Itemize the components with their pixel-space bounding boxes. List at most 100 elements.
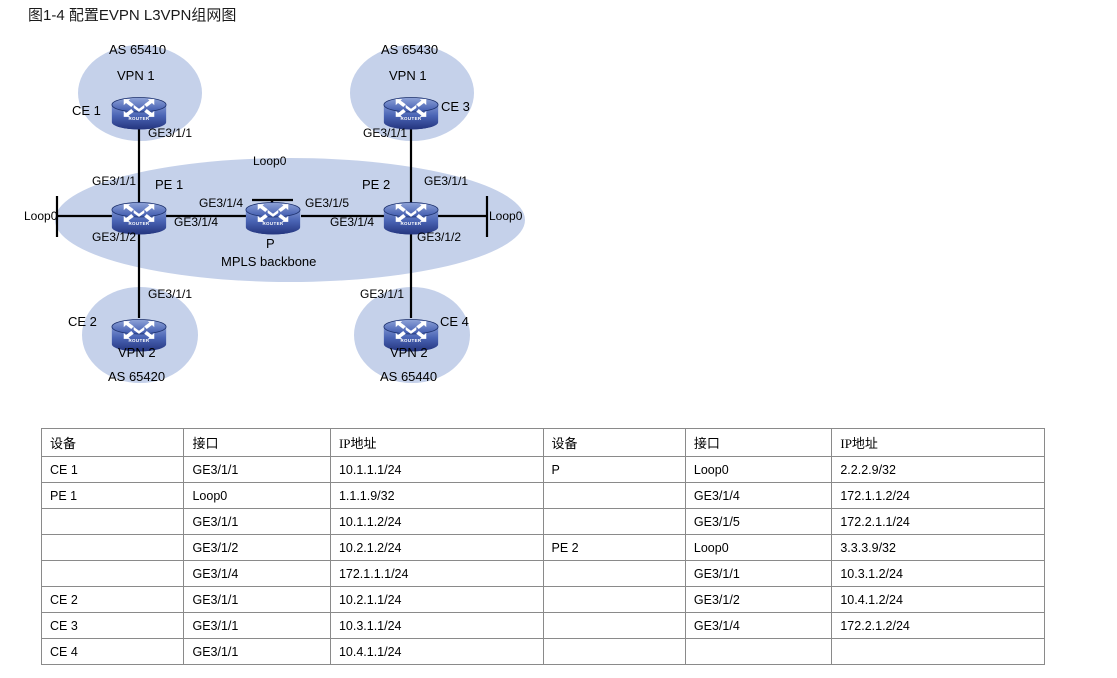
- cell-interface-left: GE3/1/1: [183, 586, 331, 613]
- label-as-ce2: AS 65420: [108, 369, 166, 384]
- cell-device-left: [40, 560, 185, 587]
- cell-device-right: [542, 612, 686, 639]
- cell-device-right: [542, 482, 686, 509]
- label-device-ce4: CE 4: [440, 314, 469, 329]
- router-p: [245, 201, 301, 235]
- label-vpn-ce2: VPN 2: [118, 345, 156, 360]
- header-ip-left: IP地址: [329, 428, 544, 457]
- cell-device-left: CE 1: [40, 456, 185, 483]
- cell-interface-right: [684, 638, 833, 665]
- cell-device-right: P: [542, 456, 686, 483]
- header-device-right: 设备: [542, 428, 686, 457]
- cell-ip-left: 1.1.1.9/32: [329, 482, 544, 509]
- cell-interface-left: Loop0: [183, 482, 331, 509]
- label-if-pe1-right: GE3/1/4: [174, 215, 219, 229]
- label-as-ce1: AS 65410: [109, 42, 167, 57]
- label-device-ce2: CE 2: [68, 314, 97, 329]
- label-vpn-ce4: VPN 2: [390, 345, 428, 360]
- cell-device-right: [542, 586, 686, 613]
- cell-device-left: [40, 534, 185, 561]
- label-vpn-ce1: VPN 1: [117, 68, 155, 83]
- cell-ip-right: 172.1.1.2/24: [831, 482, 1045, 509]
- label-vpn-ce3: VPN 1: [389, 68, 427, 83]
- cell-interface-left: GE3/1/1: [183, 638, 331, 665]
- label-device-pe1: PE 1: [155, 177, 184, 192]
- cell-interface-right: GE3/1/1: [684, 560, 833, 587]
- cell-ip-left: 10.2.1.2/24: [329, 534, 544, 561]
- label-if-pe2-down: GE3/1/2: [417, 230, 462, 244]
- header-interface-right: 接口: [684, 428, 833, 457]
- cell-interface-right: GE3/1/5: [684, 508, 833, 535]
- router-ce1: [111, 96, 167, 130]
- label-if-ce3-down: GE3/1/1: [363, 126, 408, 140]
- cell-interface-left: GE3/1/2: [183, 534, 331, 561]
- label-if-p-right: GE3/1/5: [305, 196, 350, 210]
- header-device-left: 设备: [40, 428, 185, 457]
- label-as-ce3: AS 65430: [381, 42, 439, 57]
- cell-ip-right: 3.3.3.9/32: [831, 534, 1045, 561]
- cell-interface-right: Loop0: [684, 534, 833, 561]
- cell-ip-right: [831, 638, 1045, 665]
- label-if-ce2-up: GE3/1/1: [148, 287, 193, 301]
- cell-ip-left: 172.1.1.1/24: [329, 560, 544, 587]
- cell-ip-left: 10.1.1.2/24: [329, 508, 544, 535]
- label-if-ce1-down: GE3/1/1: [148, 126, 193, 140]
- label-if-p-left: GE3/1/4: [199, 196, 244, 210]
- label-if-ce4-up: GE3/1/1: [360, 287, 405, 301]
- cell-ip-left: 10.3.1.1/24: [329, 612, 544, 639]
- label-device-p: P: [266, 236, 275, 251]
- cell-device-left: PE 1: [40, 482, 185, 509]
- cell-ip-right: 10.3.1.2/24: [831, 560, 1045, 587]
- network-topology-diagram: ROUTER: [0, 30, 1117, 415]
- cell-ip-left: 10.2.1.1/24: [329, 586, 544, 613]
- cell-device-left: [40, 508, 185, 535]
- cell-device-right: PE 2: [542, 534, 686, 561]
- cell-ip-left: 10.4.1.1/24: [329, 638, 544, 665]
- router-ce3: [383, 96, 439, 130]
- label-loop0-p: Loop0: [253, 154, 287, 168]
- cell-device-left: CE 4: [40, 638, 185, 665]
- cell-device-left: CE 2: [40, 586, 185, 613]
- cell-ip-right: 172.2.1.2/24: [831, 612, 1045, 639]
- cell-ip-right: 10.4.1.2/24: [831, 586, 1045, 613]
- label-device-ce1: CE 1: [72, 103, 101, 118]
- cell-interface-right: Loop0: [684, 456, 833, 483]
- label-mpls-backbone: MPLS backbone: [221, 254, 317, 269]
- cell-interface-left: GE3/1/1: [183, 612, 331, 639]
- label-if-pe2-up: GE3/1/1: [424, 174, 469, 188]
- label-loop0-pe2: Loop0: [489, 209, 523, 223]
- cell-interface-right: GE3/1/4: [684, 612, 833, 639]
- header-ip-right: IP地址: [831, 428, 1045, 457]
- cell-device-right: [542, 560, 686, 587]
- label-device-pe2: PE 2: [362, 177, 391, 192]
- label-as-ce4: AS 65440: [380, 369, 438, 384]
- cell-ip-left: 10.1.1.1/24: [329, 456, 544, 483]
- label-if-pe1-down: GE3/1/2: [92, 230, 137, 244]
- cell-interface-left: GE3/1/4: [183, 560, 331, 587]
- table-header-row: 设备 接口 IP地址 设备 接口 IP地址: [40, 428, 1045, 457]
- cloud-ce1: [78, 45, 202, 141]
- cell-interface-right: GE3/1/4: [684, 482, 833, 509]
- cell-interface-right: GE3/1/2: [684, 586, 833, 613]
- figure-title: 图1-4 配置EVPN L3VPN组网图: [28, 7, 237, 24]
- cell-device-right: [542, 638, 686, 665]
- cloud-ce3: [350, 45, 474, 141]
- label-device-ce3: CE 3: [441, 99, 470, 114]
- cell-ip-right: 172.2.1.1/24: [831, 508, 1045, 535]
- cell-ip-right: 2.2.2.9/32: [831, 456, 1045, 483]
- label-if-pe2-left: GE3/1/4: [330, 215, 375, 229]
- label-loop0-pe1: Loop0: [24, 209, 58, 223]
- cell-interface-left: GE3/1/1: [183, 456, 331, 483]
- cell-interface-left: GE3/1/1: [183, 508, 331, 535]
- label-if-pe1-up: GE3/1/1: [92, 174, 137, 188]
- cell-device-left: CE 3: [40, 612, 185, 639]
